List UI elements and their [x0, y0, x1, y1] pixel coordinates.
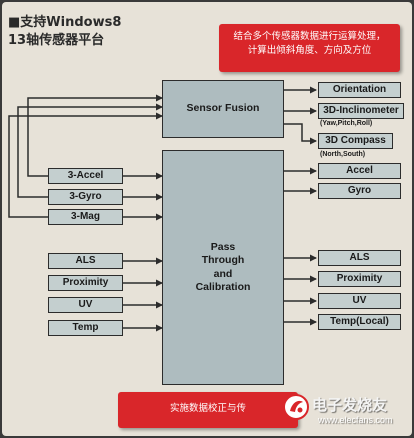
output-proximity: Proximity — [318, 271, 401, 287]
watermark-url: www.elecfans.com — [318, 415, 393, 425]
inclinometer-note: (Yaw,Pitch,Roll) — [320, 120, 373, 127]
compass-note: (North,South) — [320, 151, 366, 158]
pass-through-line-1: Pass — [210, 241, 236, 254]
calibration-explanation-callout: 实施数据校正与传 — [118, 392, 298, 428]
title-line-2: 13轴传感器平台 — [8, 33, 105, 48]
input-mag: 3-Mag — [48, 209, 123, 225]
bottom-callout-text: 实施数据校正与传 — [169, 403, 246, 414]
output-3d-compass: 3D Compass — [318, 133, 393, 149]
output-temp-local: Temp(Local) — [318, 314, 401, 330]
watermark-logo-icon — [283, 394, 309, 420]
output-accel: Accel — [318, 163, 401, 179]
watermark-name: 电子发烧友 — [312, 396, 388, 414]
pass-through-line-3: and — [213, 267, 233, 280]
fusion-explanation-callout: 结合多个传感器数据进行运算处理， 计算出倾斜角度、方向及方位 — [219, 24, 400, 72]
input-als: ALS — [48, 253, 123, 269]
callout-line-2: 计算出倾斜角度、方向及方位 — [247, 44, 372, 56]
input-gyro: 3-Gyro — [48, 189, 123, 205]
output-uv: UV — [318, 293, 401, 309]
input-accel: 3-Accel — [48, 168, 123, 184]
input-uv: UV — [48, 297, 123, 313]
output-3d-inclinometer: 3D-Inclinometer — [318, 103, 404, 119]
input-temp: Temp — [48, 320, 123, 336]
output-als: ALS — [318, 250, 401, 266]
pass-through-line-2: Through — [201, 254, 245, 267]
output-gyro: Gyro — [318, 183, 401, 199]
output-orientation: Orientation — [318, 82, 401, 98]
sensor-fusion-block: Sensor Fusion — [162, 80, 284, 138]
title-line-1: ■支持Windows8 — [8, 15, 122, 30]
input-proximity: Proximity — [48, 275, 123, 291]
callout-line-1: 结合多个传感器数据进行运算处理， — [233, 31, 386, 42]
pass-through-calibration-block: Pass Through and Calibration — [162, 150, 284, 385]
pass-through-line-4: Calibration — [195, 280, 251, 293]
